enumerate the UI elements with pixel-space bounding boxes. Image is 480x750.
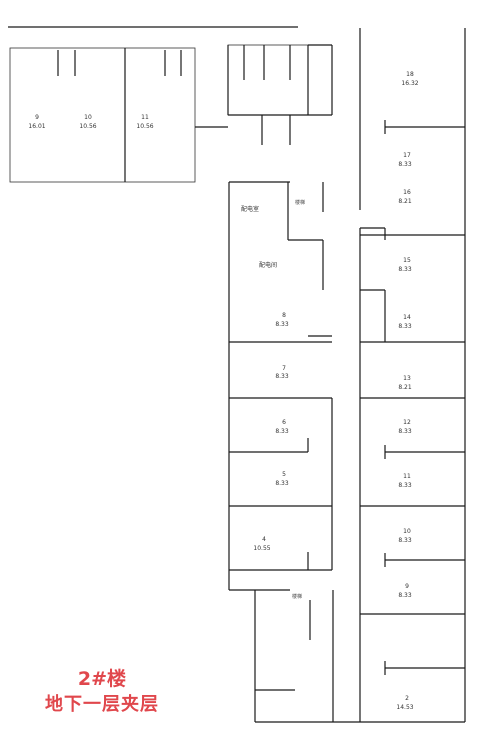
room-area: 8.33 [398,266,412,273]
room-area: 8.33 [275,428,289,435]
room-area: 8.33 [398,592,412,599]
room-block-west [9,47,196,183]
room-number: 9 [405,583,409,590]
room-area: 8.33 [398,428,412,435]
room-number: 18 [406,71,414,78]
room-area: 8.33 [398,323,412,330]
room-block-center-top [227,44,309,116]
room-number: 9 [35,114,39,121]
room-area: 8.33 [398,161,412,168]
room-number: 12 [403,419,411,426]
room-number: 6 [282,419,286,426]
room-area: 8.33 [398,482,412,489]
room-area: 8.33 [275,321,289,328]
room-area: 8.33 [398,537,412,544]
room-area: 10.56 [79,123,96,130]
room-name: 楼梯 [295,199,305,206]
room-area: 8.21 [398,384,412,391]
room-number: 10 [84,114,92,121]
room-name: 配电室 [241,205,259,213]
room-name: 配电间 [259,261,277,269]
floor-title: 地下一层夹层 [45,694,159,715]
room-area: 8.21 [398,198,412,205]
room-area: 16.01 [28,123,45,130]
room-number: 15 [403,257,411,264]
room-number: 2 [405,695,409,702]
room-number: 4 [262,536,266,543]
room-number: 7 [282,365,286,372]
room-number: 14 [403,314,411,321]
room-number: 16 [403,189,411,196]
room-area: 16.32 [401,80,418,87]
room-number: 5 [282,471,286,478]
room-name: 楼梯 [292,593,302,600]
room-number: 11 [141,114,149,121]
room-number: 13 [403,375,411,382]
room-area: 14.53 [396,704,413,711]
room-number: 8 [282,312,286,319]
room-number: 11 [403,473,411,480]
room-area: 10.55 [253,545,270,552]
room-number: 17 [403,152,411,159]
room-area: 8.33 [275,480,289,487]
room-area: 10.56 [136,123,153,130]
room-number: 10 [403,528,411,535]
building-title: 2#楼 [77,668,127,690]
room-area: 8.33 [275,373,289,380]
